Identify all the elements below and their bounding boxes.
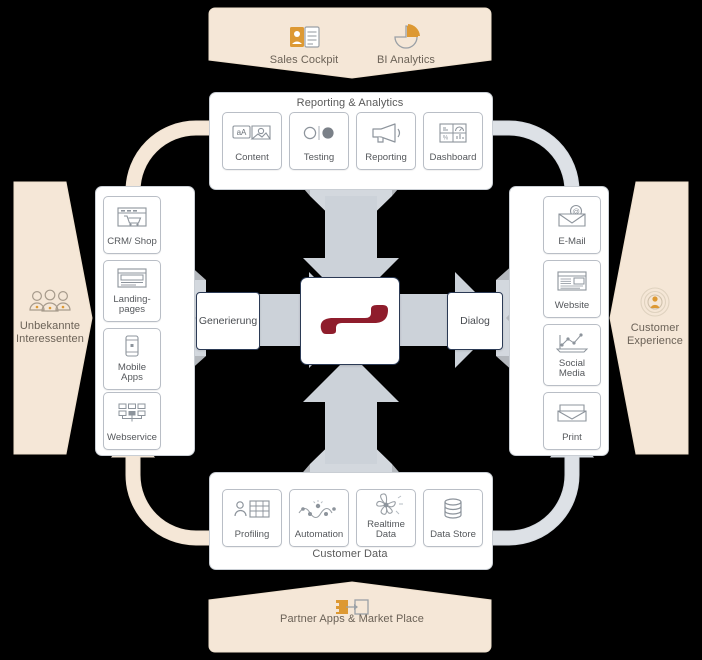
tile-testing[interactable]: Testing	[289, 112, 349, 170]
svg-text:@: @	[572, 207, 580, 216]
customer-experience-chevron	[609, 181, 689, 455]
generierung-label: Generierung	[198, 315, 258, 327]
tile-label: Realtime Data	[367, 518, 405, 541]
tile-label: Landing- pages	[113, 293, 151, 316]
evalanche-center-node[interactable]	[300, 277, 400, 365]
webservice-grid-icon	[104, 393, 160, 433]
megaphone-icon	[357, 113, 415, 153]
partner-apps-banner-shape	[208, 581, 492, 653]
tile-label: Website	[554, 300, 590, 312]
tile-automation[interactable]: Automation	[289, 489, 349, 547]
content-text-image-icon: aA	[223, 113, 281, 153]
person-table-icon	[223, 490, 281, 530]
landing-page-icon	[104, 261, 160, 295]
enter-return-logo	[320, 305, 388, 334]
unknown-prospects-icon-wrap	[20, 288, 80, 316]
tile-label: Mobile Apps	[117, 361, 147, 384]
svg-text:aA: aA	[237, 128, 247, 137]
website-layout-icon	[544, 261, 600, 301]
tile-website[interactable]: Website	[543, 260, 601, 318]
realtime-burst-icon	[357, 490, 415, 520]
customer-target-person-icon	[640, 287, 670, 317]
print-envelope-icon	[544, 393, 600, 433]
tile-label: Profiling	[234, 529, 270, 541]
email-at-envelope-icon: @	[544, 197, 600, 237]
partner-apps-item[interactable]	[316, 594, 388, 624]
dialog-label: Dialog	[460, 315, 490, 327]
tile-profiling[interactable]: Profiling	[222, 489, 282, 547]
tile-label: Data Store	[430, 529, 476, 541]
people-group-icon	[29, 289, 71, 312]
sales-cockpit-item[interactable]	[268, 22, 340, 70]
svg-text:%: %	[443, 136, 449, 142]
tile-content[interactable]: aA Content	[222, 112, 282, 170]
tile-label: Webservice	[107, 432, 157, 444]
shop-cart-browser-icon	[104, 197, 160, 237]
tile-crm-shop[interactable]: CRM/ Shop	[103, 196, 161, 254]
tile-label: Automation	[294, 529, 344, 541]
dialog-step[interactable]: Dialog	[447, 292, 503, 350]
tile-label: Testing	[303, 152, 335, 164]
tile-mobile-apps[interactable]: Mobile Apps	[103, 328, 161, 390]
tile-label: Content	[235, 152, 269, 164]
contact-card-icon	[290, 26, 320, 48]
pie-chart-icon	[394, 24, 420, 49]
tile-social-media[interactable]: Social Media	[543, 324, 601, 386]
customer-experience-icon-wrap	[630, 286, 680, 318]
mobile-phone-icon	[104, 329, 160, 363]
tile-label: E-Mail	[558, 236, 586, 248]
tile-label: Reporting	[365, 152, 407, 164]
tile-label: CRM/ Shop	[107, 236, 157, 248]
generierung-step[interactable]: Generierung	[196, 292, 260, 350]
tile-landingpages[interactable]: Landing- pages	[103, 260, 161, 322]
ab-test-circles-icon	[290, 113, 348, 153]
database-cylinder-icon	[424, 490, 482, 530]
tile-realtime-data[interactable]: Realtime Data	[356, 489, 416, 547]
tile-label: Dashboard	[429, 152, 477, 164]
tile-email[interactable]: @ E-Mail	[543, 196, 601, 254]
tile-reporting[interactable]: Reporting	[356, 112, 416, 170]
tile-label: Print	[562, 432, 582, 444]
unknown-prospects-chevron	[13, 181, 93, 455]
sales-bi-banner-shape	[208, 7, 492, 79]
tile-dashboard[interactable]: % Dashboard	[423, 112, 483, 170]
workflow-nodes-icon	[290, 490, 348, 530]
bi-analytics-item[interactable]	[370, 22, 442, 70]
tile-label: Social Media	[558, 357, 586, 380]
plugin-connect-icon	[336, 599, 369, 615]
social-network-graph-icon	[544, 325, 600, 359]
tile-webservice[interactable]: Webservice	[103, 392, 161, 450]
tile-data-store[interactable]: Data Store	[423, 489, 483, 547]
tile-print[interactable]: Print	[543, 392, 601, 450]
dashboard-gauge-icon: %	[424, 113, 482, 153]
